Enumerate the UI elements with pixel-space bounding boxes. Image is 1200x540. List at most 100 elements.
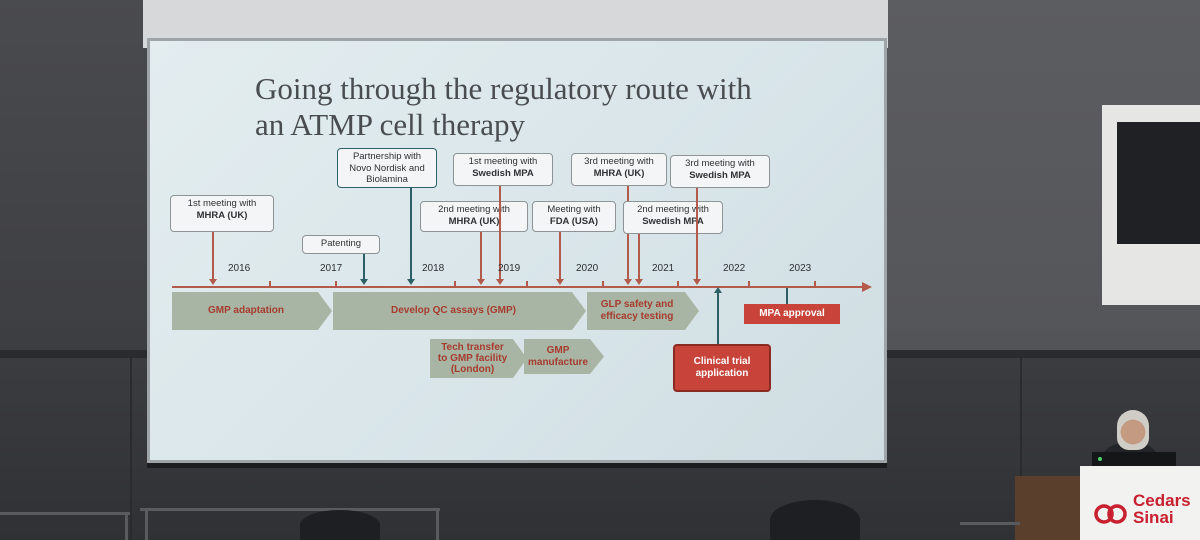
axis-tick: [335, 281, 337, 288]
arrow-head: [555, 279, 564, 285]
callout-text: Biolamina: [366, 174, 408, 185]
timeline-axis-arrowhead: [862, 282, 872, 292]
cedars-sinai-logo-icon: [1094, 504, 1127, 524]
arrow-head: [476, 279, 485, 285]
phase-develop-qc: Develop QC assays (GMP): [333, 292, 586, 330]
callout-text: Novo Nordisk and: [349, 162, 425, 174]
arrow-line: [212, 232, 214, 280]
phase-label: to GMP facility: [437, 353, 508, 364]
phase-label: GMP adaptation: [208, 305, 284, 316]
up-arrow-head: [713, 287, 722, 293]
projection-screen: Going through the regulatory route with …: [147, 38, 887, 463]
callout-text: Patenting: [320, 238, 362, 249]
callout-text: 1st meeting with: [187, 198, 257, 209]
callout-mhra-1: 1st meeting with MHRA (UK): [170, 195, 274, 232]
callout-patenting: Patenting: [302, 235, 380, 254]
year-label: 2019: [498, 263, 521, 274]
callout-text-bold: Swedish MPA: [472, 168, 534, 179]
phase-label: Tech transfer: [441, 342, 504, 353]
callout-text-bold: MHRA (UK): [448, 216, 500, 227]
slide-title: Going through the regulatory route with …: [255, 71, 815, 143]
callout-text: 2nd meeting with: [438, 204, 510, 215]
slide-title-line-1: Going through the regulatory route with: [255, 71, 752, 106]
arrow-head: [495, 279, 504, 285]
year-label: 2023: [789, 263, 812, 274]
arrow-head: [208, 279, 217, 285]
axis-tick: [677, 281, 679, 288]
arrow-head: [634, 279, 643, 285]
clinical-trial-application: Clinical trial application: [673, 344, 771, 392]
screen-bottom-edge: [147, 463, 887, 468]
arrow-line: [696, 188, 698, 280]
phase-glp-testing: GLP safety and efficacy testing: [587, 292, 699, 330]
year-label: 2017: [320, 263, 343, 274]
year-label: 2022: [723, 263, 746, 274]
podium: [1080, 466, 1200, 540]
callout-text: 1st meeting with: [468, 156, 538, 167]
callout-swedish-3: 3rd meeting with Swedish MPA: [670, 155, 770, 188]
axis-tick: [814, 281, 816, 288]
year-label: 2016: [228, 263, 251, 274]
callout-swedish-1: 1st meeting with Swedish MPA: [453, 153, 553, 186]
phase-gmp-manufacture: GMP manufacture: [524, 339, 604, 374]
callout-text-bold: MHRA (UK): [196, 210, 248, 221]
callout-text-bold: Swedish MPA: [642, 216, 704, 227]
phase-label: GLP safety and: [600, 299, 674, 310]
phase-label: efficacy testing: [600, 311, 674, 322]
year-label: 2021: [652, 263, 675, 274]
phase-tech-transfer: Tech transfer to GMP facility (London): [430, 339, 527, 378]
box-label: MPA approval: [759, 308, 825, 319]
callout-mhra-2: 2nd meeting with MHRA (UK): [420, 201, 528, 232]
arrow-line: [499, 186, 501, 280]
chair-post: [125, 512, 128, 540]
phase-gmp-adaptation: GMP adaptation: [172, 292, 332, 330]
axis-tick: [602, 281, 604, 288]
phase-label: (London): [450, 364, 495, 375]
callout-text-bold: MHRA (UK): [593, 168, 645, 179]
axis-tick: [748, 281, 750, 288]
phase-label: Develop QC assays (GMP): [390, 305, 517, 316]
logo-line-2: Sinai: [1133, 508, 1174, 527]
callout-fda: Meeting with FDA (USA): [532, 201, 616, 232]
cedars-sinai-logo-text: Cedars Sinai: [1133, 492, 1191, 526]
up-arrow-line: [717, 293, 719, 345]
arrow-line: [559, 232, 561, 280]
chair-rail: [0, 512, 130, 515]
wall-monitor: [1117, 122, 1200, 244]
box-label: application: [695, 368, 749, 379]
arrow-line: [410, 188, 412, 280]
year-label: 2020: [576, 263, 599, 274]
arrow-head: [623, 279, 632, 285]
callout-text: Meeting with: [547, 204, 601, 215]
chair-post: [436, 508, 439, 540]
mpa-approval: MPA approval: [744, 304, 840, 324]
callout-text: Partnership with: [352, 151, 422, 162]
axis-tick: [454, 281, 456, 288]
presenter-head: [1117, 410, 1149, 450]
arrow-head: [692, 279, 701, 285]
chair-rail: [960, 522, 1020, 525]
callout-swedish-2: 2nd meeting with Swedish MPA: [623, 201, 723, 234]
arrow-head: [406, 279, 415, 285]
arrow-head: [359, 279, 368, 285]
phase-label: manufacture: [527, 356, 588, 368]
audience-head: [300, 510, 380, 540]
arrow-line: [638, 234, 640, 280]
axis-tick: [526, 281, 528, 288]
arrow-line: [786, 288, 788, 304]
wall-panel-seam: [1020, 358, 1022, 540]
wall-panel-seam: [130, 358, 132, 540]
callout-text-bold: Swedish MPA: [689, 170, 751, 181]
arrow-line: [480, 232, 482, 280]
laptop: [1092, 452, 1176, 466]
arrow-line: [363, 254, 365, 280]
chair-post: [145, 508, 148, 540]
axis-tick: [269, 281, 271, 288]
callout-mhra-3: 3rd meeting with MHRA (UK): [571, 153, 667, 186]
phase-label: GMP: [546, 344, 570, 356]
callout-text: 3rd meeting with: [685, 158, 755, 169]
slide-title-line-2: an ATMP cell therapy: [255, 107, 526, 142]
logo-line-1: Cedars: [1133, 491, 1191, 510]
audience-head: [770, 500, 860, 540]
callout-partnership: Partnership with Novo Nordisk and Biolam…: [337, 148, 437, 188]
